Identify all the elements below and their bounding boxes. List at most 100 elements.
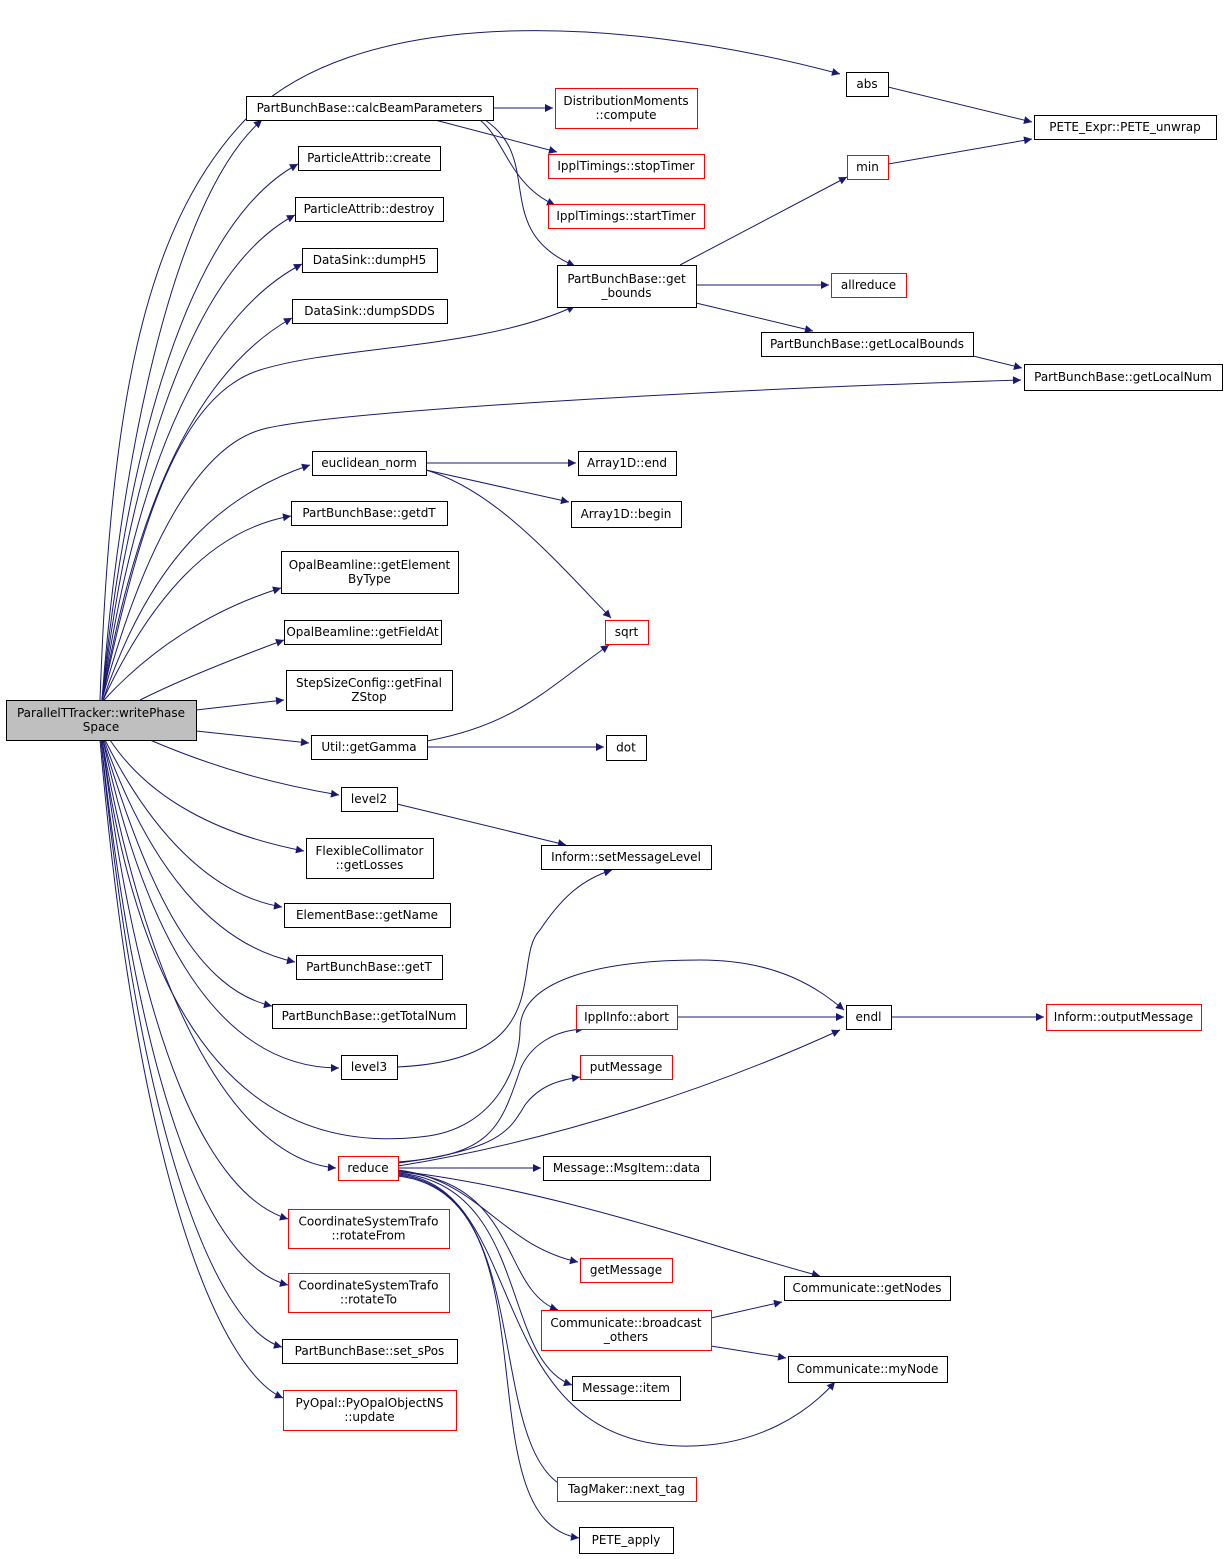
node-msgItem[interactable]: Message::item <box>572 1376 681 1401</box>
node-create[interactable]: ParticleAttrib::create <box>298 146 441 171</box>
node-allreduce[interactable]: allreduce <box>831 273 907 298</box>
node-myNode[interactable]: Communicate::myNode <box>788 1356 948 1383</box>
edge-root-to-getT <box>103 739 296 965</box>
edge-reduce-to-myNode <box>397 1173 836 1447</box>
edge-reduce-to-peteApply <box>397 1175 580 1541</box>
node-label-endl-0: endl <box>856 1010 882 1024</box>
edge-root-to-endl <box>101 739 845 1140</box>
node-box-startTimer <box>548 204 705 229</box>
node-getT[interactable]: PartBunchBase::getT <box>296 955 443 980</box>
node-label-rotateFrom-0: CoordinateSystemTrafo <box>299 1215 439 1229</box>
node-abs[interactable]: abs <box>846 72 889 97</box>
node-label-getGamma-0: Util::getGamma <box>321 740 416 754</box>
node-reduce[interactable]: reduce <box>338 1156 399 1181</box>
node-getBounds[interactable]: PartBunchBase::get_bounds <box>557 265 697 308</box>
node-getdT[interactable]: PartBunchBase::getdT <box>291 501 448 526</box>
node-peteUnwrap[interactable]: PETE_Expr::PETE_unwrap <box>1034 115 1217 140</box>
node-dot[interactable]: dot <box>606 735 647 761</box>
node-getName[interactable]: ElementBase::getName <box>284 903 451 928</box>
node-min[interactable]: min <box>847 155 889 180</box>
node-label-nextTag-0: TagMaker::next_tag <box>567 1482 685 1496</box>
node-label-getFieldAt-0: OpalBeamline::getFieldAt <box>286 625 439 639</box>
node-setSPos[interactable]: PartBunchBase::set_sPos <box>282 1339 458 1364</box>
node-dumpH5[interactable]: DataSink::dumpH5 <box>302 248 438 273</box>
node-box-ipplAbort <box>576 1005 678 1030</box>
node-outputMessage[interactable]: Inform::outputMessage <box>1046 1004 1202 1031</box>
edge-root-to-create <box>101 163 299 701</box>
node-label-pyUpdate-1: ::update <box>344 1410 394 1424</box>
node-getTotalNum[interactable]: PartBunchBase::getTotalNum <box>272 1004 467 1029</box>
node-pyUpdate[interactable]: PyOpal::PyOpalObjectNS::update <box>283 1390 457 1431</box>
node-label-msgData-0: Message::MsgItem::data <box>553 1161 700 1175</box>
node-destroy[interactable]: ParticleAttrib::destroy <box>295 197 444 222</box>
node-label-stopTimer-0: IpplTimings::stopTimer <box>557 159 694 173</box>
node-euclid[interactable]: euclidean_norm <box>312 451 427 476</box>
edge-root-to-destroy <box>101 214 296 701</box>
node-label-getElementByType-1: ByType <box>348 572 391 586</box>
node-sqrt[interactable]: sqrt <box>605 620 649 645</box>
node-box-getLocalBounds <box>761 332 974 357</box>
node-label-getMessage-0: getMessage <box>590 1263 662 1277</box>
node-box-dot <box>606 735 647 761</box>
edge-calcBeam-to-startTimer <box>479 119 556 206</box>
node-label-destroy-0: ParticleAttrib::destroy <box>304 202 435 216</box>
node-label-reduce-0: reduce <box>347 1161 388 1175</box>
node-box-level2 <box>341 787 398 812</box>
edge-getBounds-to-getLocalBounds <box>695 302 814 334</box>
node-label-getTotalNum-0: PartBunchBase::getTotalNum <box>282 1009 457 1023</box>
node-getLocalBounds[interactable]: PartBunchBase::getLocalBounds <box>761 332 974 357</box>
node-box-destroy <box>295 197 444 222</box>
node-box-a1dEnd <box>578 451 677 476</box>
edge-root-to-getFinalZStop <box>195 696 285 711</box>
node-stopTimer[interactable]: IpplTimings::stopTimer <box>548 154 705 179</box>
node-box-reduce <box>338 1156 399 1181</box>
nodes-layer: ParallelTTracker::writePhaseSpaceabsPart… <box>6 72 1223 1554</box>
node-nextTag[interactable]: TagMaker::next_tag <box>557 1477 697 1502</box>
node-setMessageLevel[interactable]: Inform::setMessageLevel <box>541 845 712 870</box>
node-peteApply[interactable]: PETE_apply <box>579 1527 674 1554</box>
edge-calcBeam-to-stopTimer <box>434 119 558 154</box>
node-startTimer[interactable]: IpplTimings::startTimer <box>548 204 705 229</box>
node-label-rotateTo-0: CoordinateSystemTrafo <box>299 1279 439 1293</box>
edge-root-to-euclid <box>102 463 311 701</box>
node-getMessage[interactable]: getMessage <box>580 1258 673 1283</box>
node-label-rotateFrom-1: ::rotateFrom <box>332 1229 406 1243</box>
node-ipplAbort[interactable]: IpplInfo::abort <box>576 1005 678 1030</box>
node-getFieldAt[interactable]: OpalBeamline::getFieldAt <box>284 620 442 645</box>
node-box-getMessage <box>580 1258 673 1283</box>
node-box-getLosses <box>306 838 434 879</box>
node-label-a1dEnd-0: Array1D::end <box>587 456 667 470</box>
edge-reduce-to-ipplAbort <box>397 1025 585 1163</box>
node-label-allreduce-0: allreduce <box>841 278 896 292</box>
node-getNodes[interactable]: Communicate::getNodes <box>784 1276 951 1301</box>
node-msgData[interactable]: Message::MsgItem::data <box>543 1156 711 1181</box>
edge-root-to-setSPos <box>100 739 283 1349</box>
node-a1dEnd[interactable]: Array1D::end <box>578 451 677 476</box>
node-label-getLosses-0: FlexibleCollimator <box>316 844 424 858</box>
node-getLosses[interactable]: FlexibleCollimator::getLosses <box>306 838 434 879</box>
node-box-calcBeam <box>246 96 494 121</box>
node-label-setMessageLevel-0: Inform::setMessageLevel <box>551 850 701 864</box>
node-box-allreduce <box>831 273 907 298</box>
edge-root-to-abs <box>99 30 841 701</box>
node-getGamma[interactable]: Util::getGamma <box>311 735 428 760</box>
node-distMoments[interactable]: DistributionMoments::compute <box>555 88 698 129</box>
node-endl[interactable]: endl <box>846 1005 892 1030</box>
node-broadcastOthers[interactable]: Communicate::broadcast_others <box>541 1310 712 1351</box>
edges-layer <box>99 30 1044 1541</box>
node-level3[interactable]: level3 <box>341 1055 398 1080</box>
node-a1dBegin[interactable]: Array1D::begin <box>571 501 682 528</box>
node-dumpSDDS[interactable]: DataSink::dumpSDDS <box>292 299 448 324</box>
edge-getGamma-to-sqrt <box>426 644 610 742</box>
node-putMessage[interactable]: putMessage <box>580 1055 673 1080</box>
node-calcBeam[interactable]: PartBunchBase::calcBeamParameters <box>246 96 494 121</box>
node-label-getLocalNum-0: PartBunchBase::getLocalNum <box>1034 370 1212 384</box>
edge-broadcastOthers-to-myNode <box>710 1345 787 1361</box>
node-rotateTo[interactable]: CoordinateSystemTrafo::rotateTo <box>288 1273 450 1313</box>
node-rotateFrom[interactable]: CoordinateSystemTrafo::rotateFrom <box>288 1209 450 1249</box>
node-level2[interactable]: level2 <box>341 787 398 812</box>
node-getLocalNum[interactable]: PartBunchBase::getLocalNum <box>1024 364 1223 391</box>
